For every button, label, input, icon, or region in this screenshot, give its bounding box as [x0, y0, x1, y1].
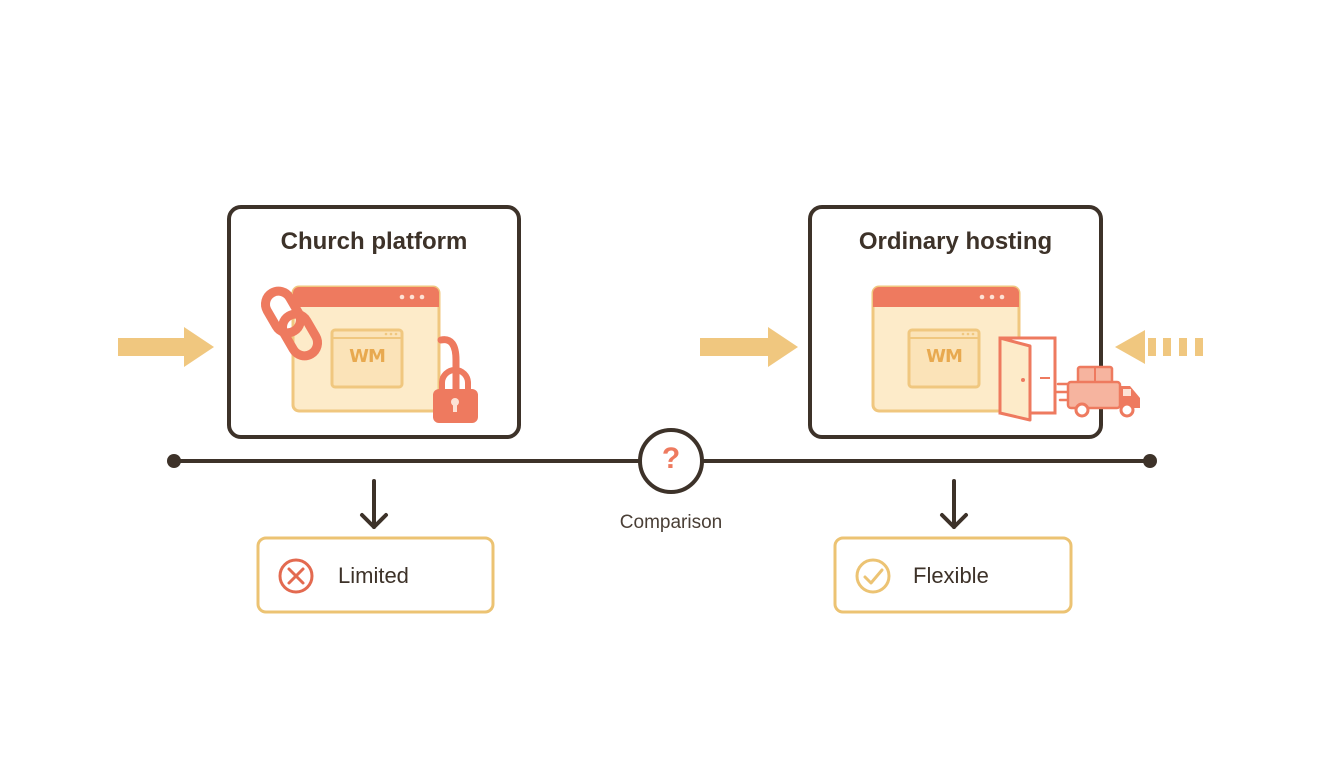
limited-result-box	[256, 536, 495, 614]
chain-link-icon	[261, 286, 322, 361]
right-incoming-arrow	[700, 327, 798, 367]
open-door-icon	[998, 336, 1057, 422]
left-logo-text: WM	[349, 346, 386, 367]
right-panel-title: Ordinary hosting	[858, 228, 1053, 255]
question-icon	[638, 428, 704, 494]
check-circle-icon	[855, 558, 891, 594]
timeline	[167, 428, 1157, 494]
moving-truck-icon	[1053, 365, 1140, 418]
flexible-label: Flexible	[913, 563, 989, 588]
right-browser-window	[871, 285, 1021, 413]
left-browser-window	[291, 285, 441, 413]
limited-label: Limited	[338, 563, 409, 588]
right-logo-text: WM	[926, 346, 963, 367]
comparison-label: Comparison	[619, 512, 723, 533]
right-down-arrow	[940, 479, 968, 529]
flexible-result-box	[833, 536, 1073, 614]
x-circle-icon	[278, 558, 314, 594]
left-down-arrow	[360, 479, 388, 529]
dashed-incoming-arrow	[1115, 330, 1203, 364]
left-incoming-arrow	[118, 327, 214, 367]
padlock-icon	[433, 336, 478, 423]
question-mark: ?	[661, 442, 681, 475]
left-panel-title: Church platform	[280, 228, 468, 255]
